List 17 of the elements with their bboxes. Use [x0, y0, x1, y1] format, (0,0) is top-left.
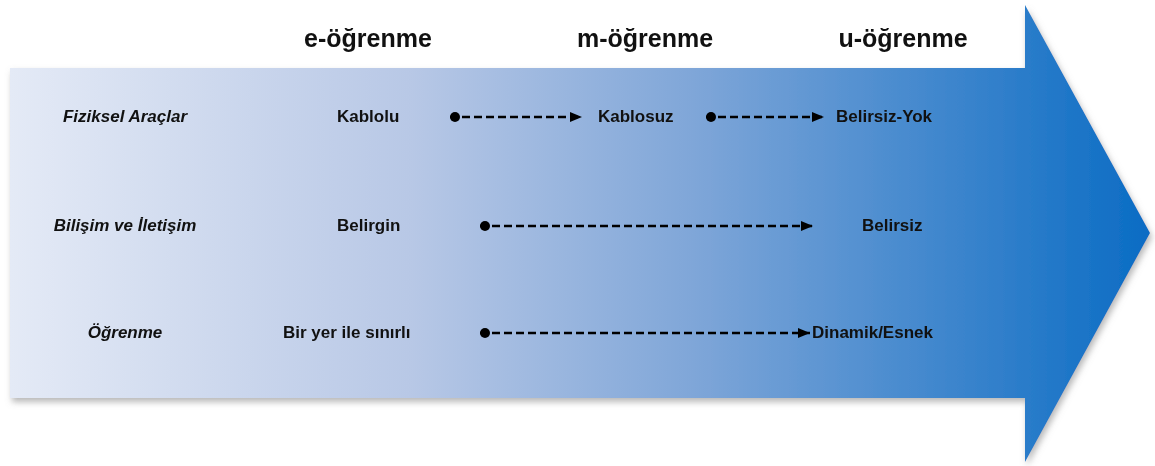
- node-text: Bir yer ile sınırlı: [283, 322, 411, 344]
- node-text: Kablosuz: [598, 106, 674, 128]
- dashed-arrow: [480, 221, 813, 231]
- row-label: Bilişim ve İletişim: [53, 216, 197, 236]
- column-heading: e-öğrenme: [304, 23, 432, 53]
- node-text: Kablolu: [337, 106, 400, 128]
- column-heading: m-öğrenme: [576, 23, 714, 53]
- dashed-arrow: [706, 112, 824, 122]
- column-heading: u-öğrenme: [838, 23, 968, 53]
- dashed-arrow: [480, 328, 810, 338]
- node-text: Dinamik/Esnek: [812, 322, 933, 344]
- node-text: Belirgin: [337, 215, 401, 237]
- node-text: Belirsiz: [862, 215, 923, 237]
- row-label: Öğrenme: [87, 323, 163, 343]
- dashed-arrow: [450, 112, 582, 122]
- node-text: Belirsiz-Yok: [836, 106, 933, 128]
- row-label: Fiziksel Araçlar: [62, 107, 188, 127]
